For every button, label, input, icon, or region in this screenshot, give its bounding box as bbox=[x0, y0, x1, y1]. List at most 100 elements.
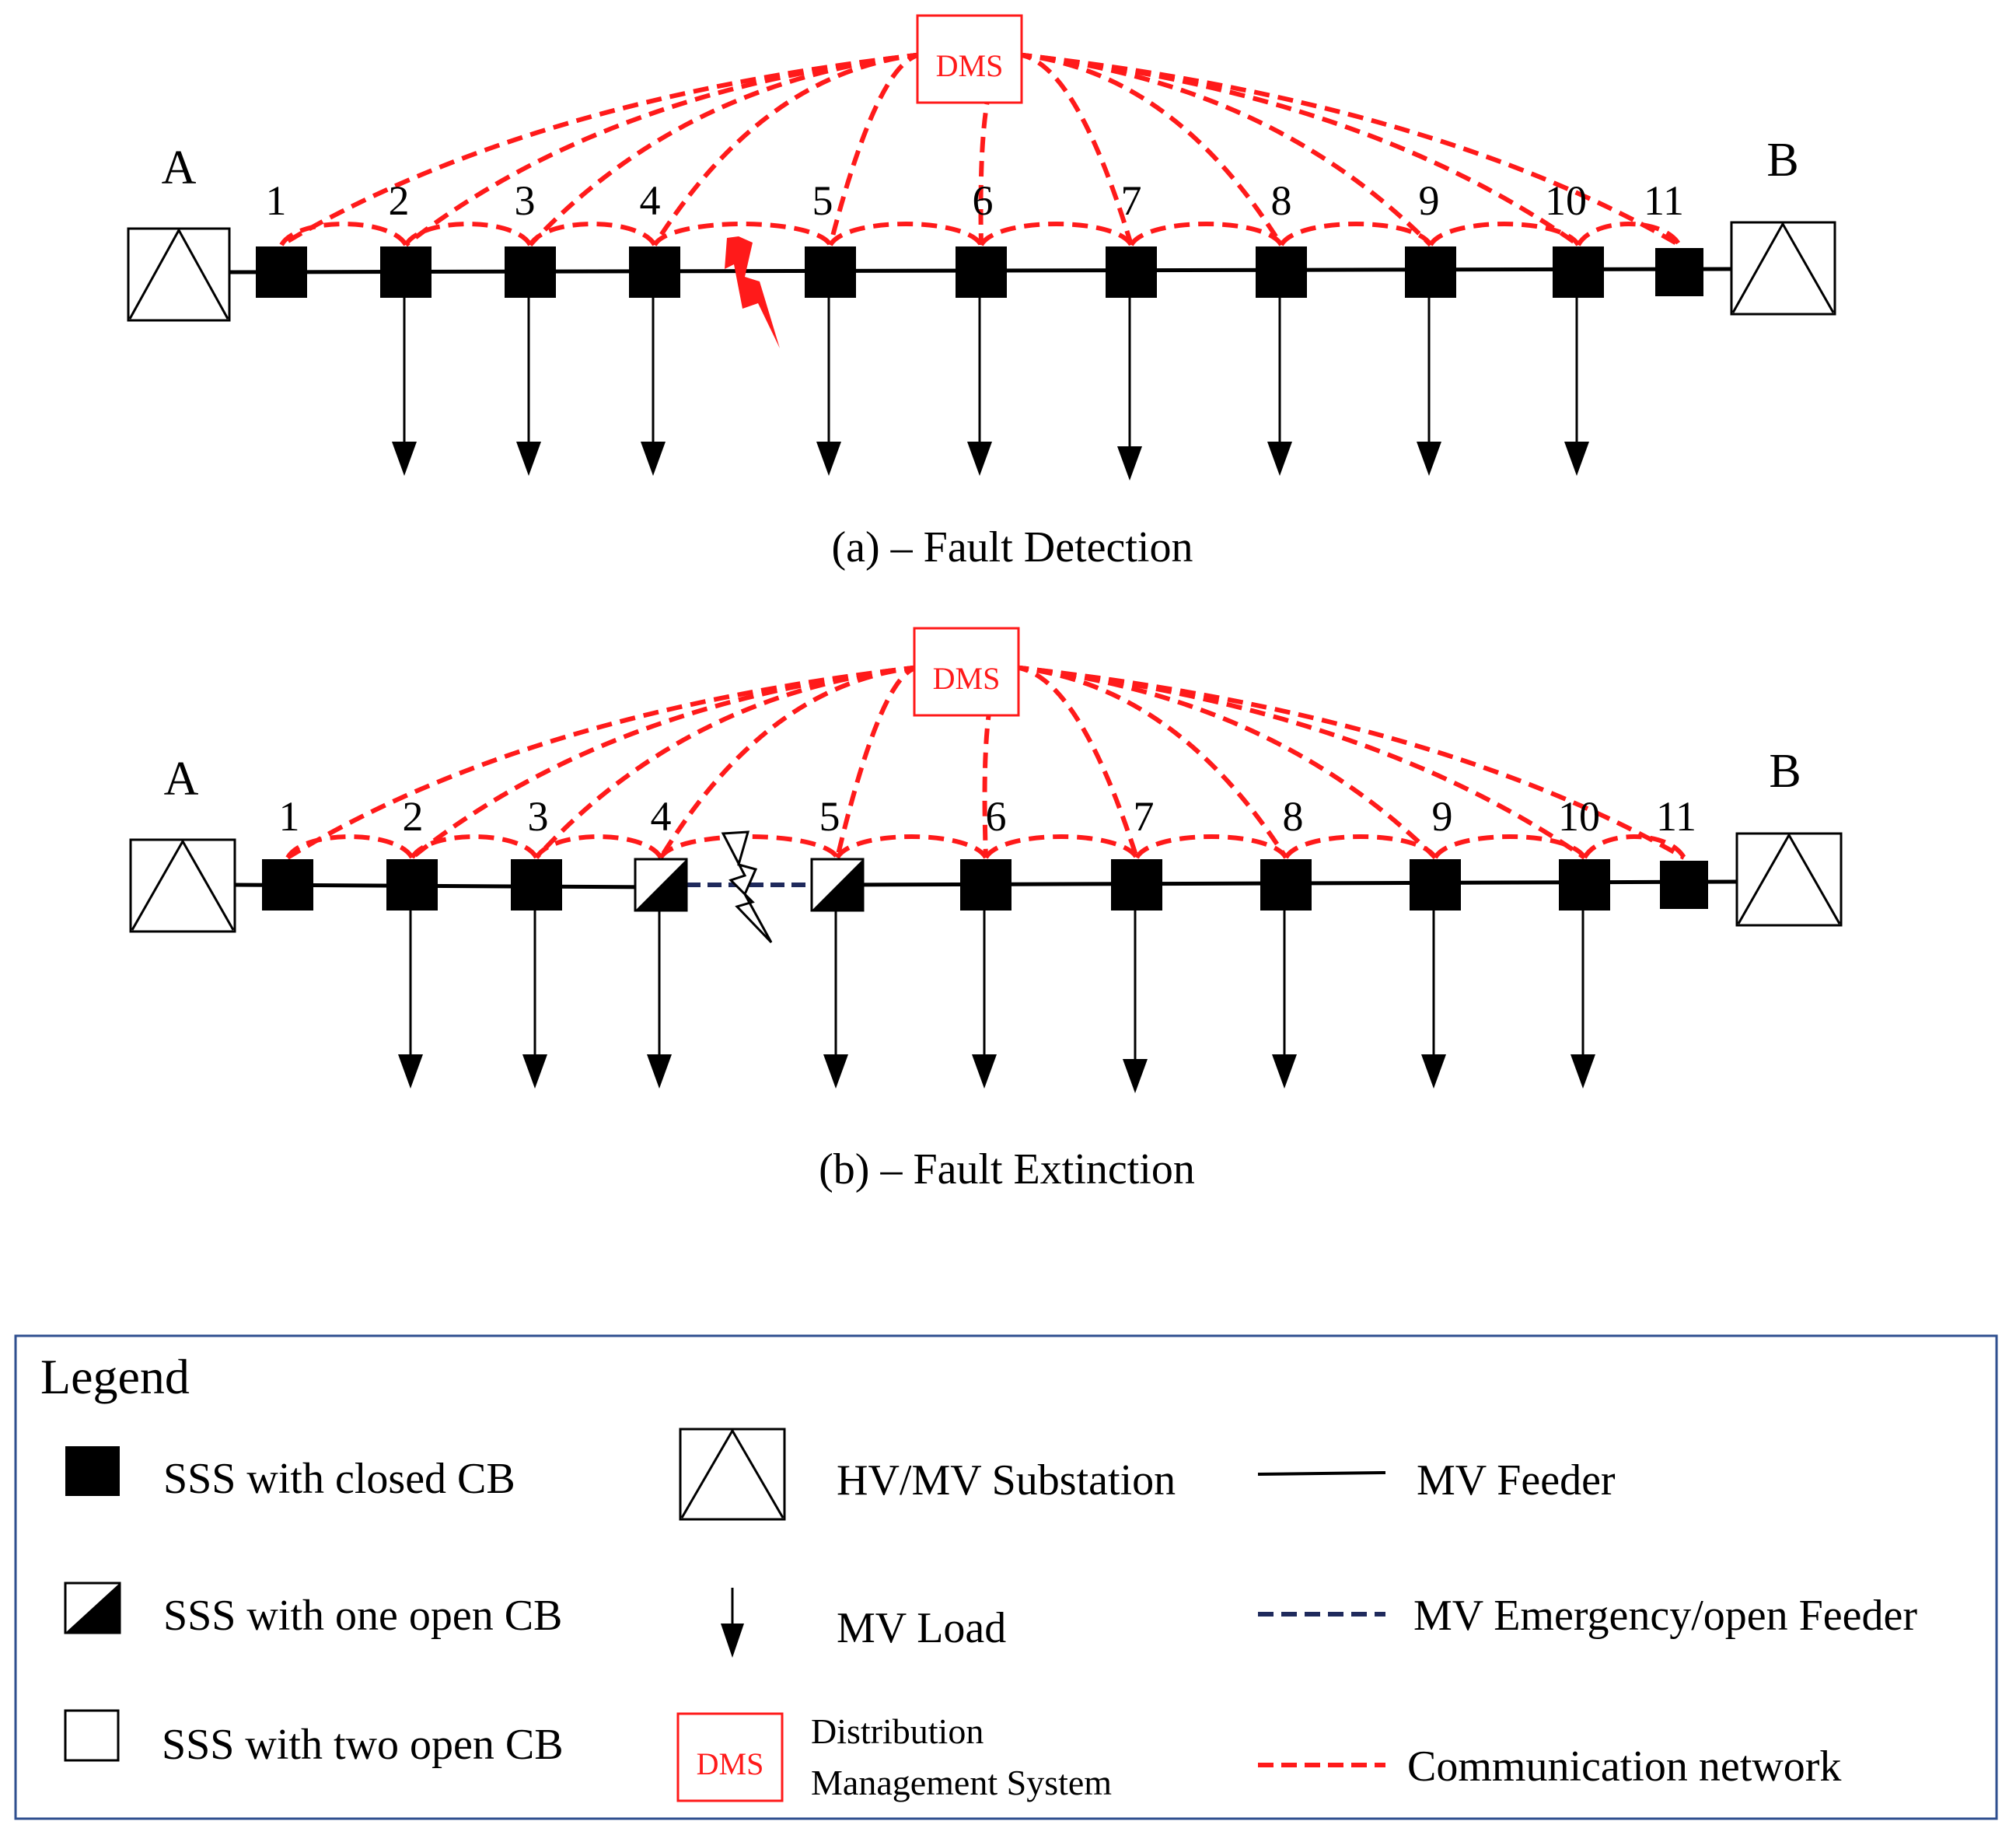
sss-nodes bbox=[262, 858, 1708, 912]
neighbor-arc bbox=[984, 834, 1139, 859]
load-arrow-icon bbox=[392, 442, 417, 476]
substation-icon bbox=[679, 1428, 786, 1521]
sss-closed-node bbox=[1260, 859, 1312, 911]
neighbor-arc bbox=[1582, 834, 1686, 859]
node-label: 8 bbox=[1283, 793, 1304, 840]
sss-closed-node bbox=[1111, 859, 1162, 911]
neighbor-arc bbox=[835, 834, 988, 859]
load-arrow-icon bbox=[522, 1054, 547, 1089]
legend-title: Legend bbox=[40, 1349, 190, 1404]
load-arrow-icon bbox=[816, 442, 841, 476]
legend-label-substation: HV/MV Substation bbox=[837, 1456, 1176, 1505]
load-arrow-icon bbox=[1123, 1059, 1148, 1093]
load-arrow-icon bbox=[647, 1054, 672, 1089]
node-label: 11 bbox=[1644, 177, 1684, 224]
neighbor-arc bbox=[1433, 834, 1587, 859]
diagram-fault-extinction: 1 2 3 4 5 6 7 8 9 10 11 A B DMS (b) – Fault Extinc… bbox=[129, 627, 1843, 1194]
neighbor-communication-arcs bbox=[279, 222, 1682, 246]
node-label: 4 bbox=[651, 793, 672, 840]
node-label: 7 bbox=[1121, 177, 1142, 224]
node-label: 10 bbox=[1545, 177, 1587, 224]
node-label: 2 bbox=[403, 793, 424, 840]
communication-link bbox=[1012, 665, 1288, 859]
load-arrow-icon bbox=[516, 442, 541, 476]
substation-a-label: A bbox=[162, 142, 197, 194]
load-arrow-icon bbox=[972, 1054, 997, 1089]
extinguished-fault-bolt-icon bbox=[721, 830, 773, 944]
neighbor-arc bbox=[659, 834, 840, 859]
neighbor-arc bbox=[1134, 834, 1288, 859]
sss-closed-node bbox=[805, 246, 856, 298]
node-label: 5 bbox=[812, 177, 833, 224]
load-arrow-icon bbox=[1421, 1054, 1446, 1089]
neighbor-arc bbox=[652, 222, 833, 246]
neighbor-arc bbox=[1284, 834, 1438, 859]
node-label: 3 bbox=[528, 793, 549, 840]
node-label: 9 bbox=[1419, 177, 1440, 224]
neighbor-arc bbox=[279, 222, 408, 246]
communication-link bbox=[1015, 52, 1681, 247]
sss-closed-node bbox=[956, 246, 1007, 298]
load-arrow-icon bbox=[1417, 442, 1441, 476]
legend-label-two-open: SSS with two open CB bbox=[162, 1721, 564, 1769]
feeder-line-icon bbox=[1257, 1471, 1386, 1476]
neighbor-arc bbox=[410, 834, 539, 859]
node-label: 10 bbox=[1558, 793, 1600, 840]
substation-a-label: A bbox=[164, 753, 199, 806]
substation-b bbox=[1735, 832, 1843, 927]
sss-closed-node bbox=[1660, 861, 1708, 909]
node-label: 1 bbox=[279, 793, 300, 840]
caption-a: (a) – Fault Detection bbox=[832, 523, 1193, 571]
sss-closed-node bbox=[629, 246, 680, 298]
sss-closed-node bbox=[1256, 246, 1307, 298]
sss-closed-node bbox=[1655, 248, 1703, 296]
sss-closed-node bbox=[386, 859, 438, 911]
communication-link bbox=[828, 52, 924, 246]
communication-link bbox=[652, 52, 924, 246]
sss-closed-node bbox=[256, 246, 307, 298]
legend-label-feeder: MV Feeder bbox=[1417, 1456, 1616, 1505]
node-label: 1 bbox=[266, 177, 287, 224]
legend-label-comm: Communication network bbox=[1407, 1742, 1841, 1791]
node-label: 8 bbox=[1271, 177, 1292, 224]
sss-two-open-icon bbox=[64, 1709, 120, 1762]
node-label: 5 bbox=[819, 793, 840, 840]
communication-link bbox=[1015, 52, 1284, 246]
fault-bolt-icon bbox=[725, 236, 780, 348]
communication-link bbox=[404, 52, 924, 247]
sss-one-open-node bbox=[810, 858, 865, 912]
substation-b-label: B bbox=[1769, 745, 1801, 798]
communication-links bbox=[280, 51, 1681, 247]
node-label: 3 bbox=[515, 177, 536, 224]
dms-box: DMS bbox=[913, 627, 1020, 717]
sss-closed-node bbox=[380, 246, 432, 298]
communication-link bbox=[280, 52, 924, 247]
caption-b: (b) – Fault Extinction bbox=[819, 1145, 1195, 1194]
node-label: 11 bbox=[1656, 793, 1696, 840]
neighbor-arc bbox=[528, 222, 657, 246]
sss-one-open-node bbox=[634, 858, 688, 912]
node-label: 9 bbox=[1432, 793, 1453, 840]
mv-loads bbox=[392, 298, 1589, 481]
substation-a bbox=[127, 227, 231, 322]
neighbor-communication-arcs bbox=[285, 834, 1686, 859]
neighbor-arc bbox=[534, 834, 663, 859]
load-arrow-icon bbox=[1272, 1054, 1297, 1089]
communication-link bbox=[1015, 52, 1433, 247]
substation-b bbox=[1730, 221, 1836, 316]
sss-nodes bbox=[256, 246, 1703, 298]
legend-label-load: MV Load bbox=[837, 1604, 1006, 1652]
load-arrow-icon bbox=[967, 442, 992, 476]
load-arrow-icon bbox=[1571, 1054, 1595, 1089]
neighbor-arc bbox=[1576, 222, 1682, 246]
node-label: 4 bbox=[640, 177, 661, 224]
communication-link bbox=[835, 665, 921, 858]
node-label: 6 bbox=[986, 793, 1007, 840]
substation-a bbox=[129, 838, 236, 933]
communication-link bbox=[528, 52, 924, 247]
load-arrow-icon bbox=[1564, 442, 1589, 476]
sss-closed-node bbox=[1410, 859, 1461, 911]
node-label: 7 bbox=[1134, 793, 1155, 840]
